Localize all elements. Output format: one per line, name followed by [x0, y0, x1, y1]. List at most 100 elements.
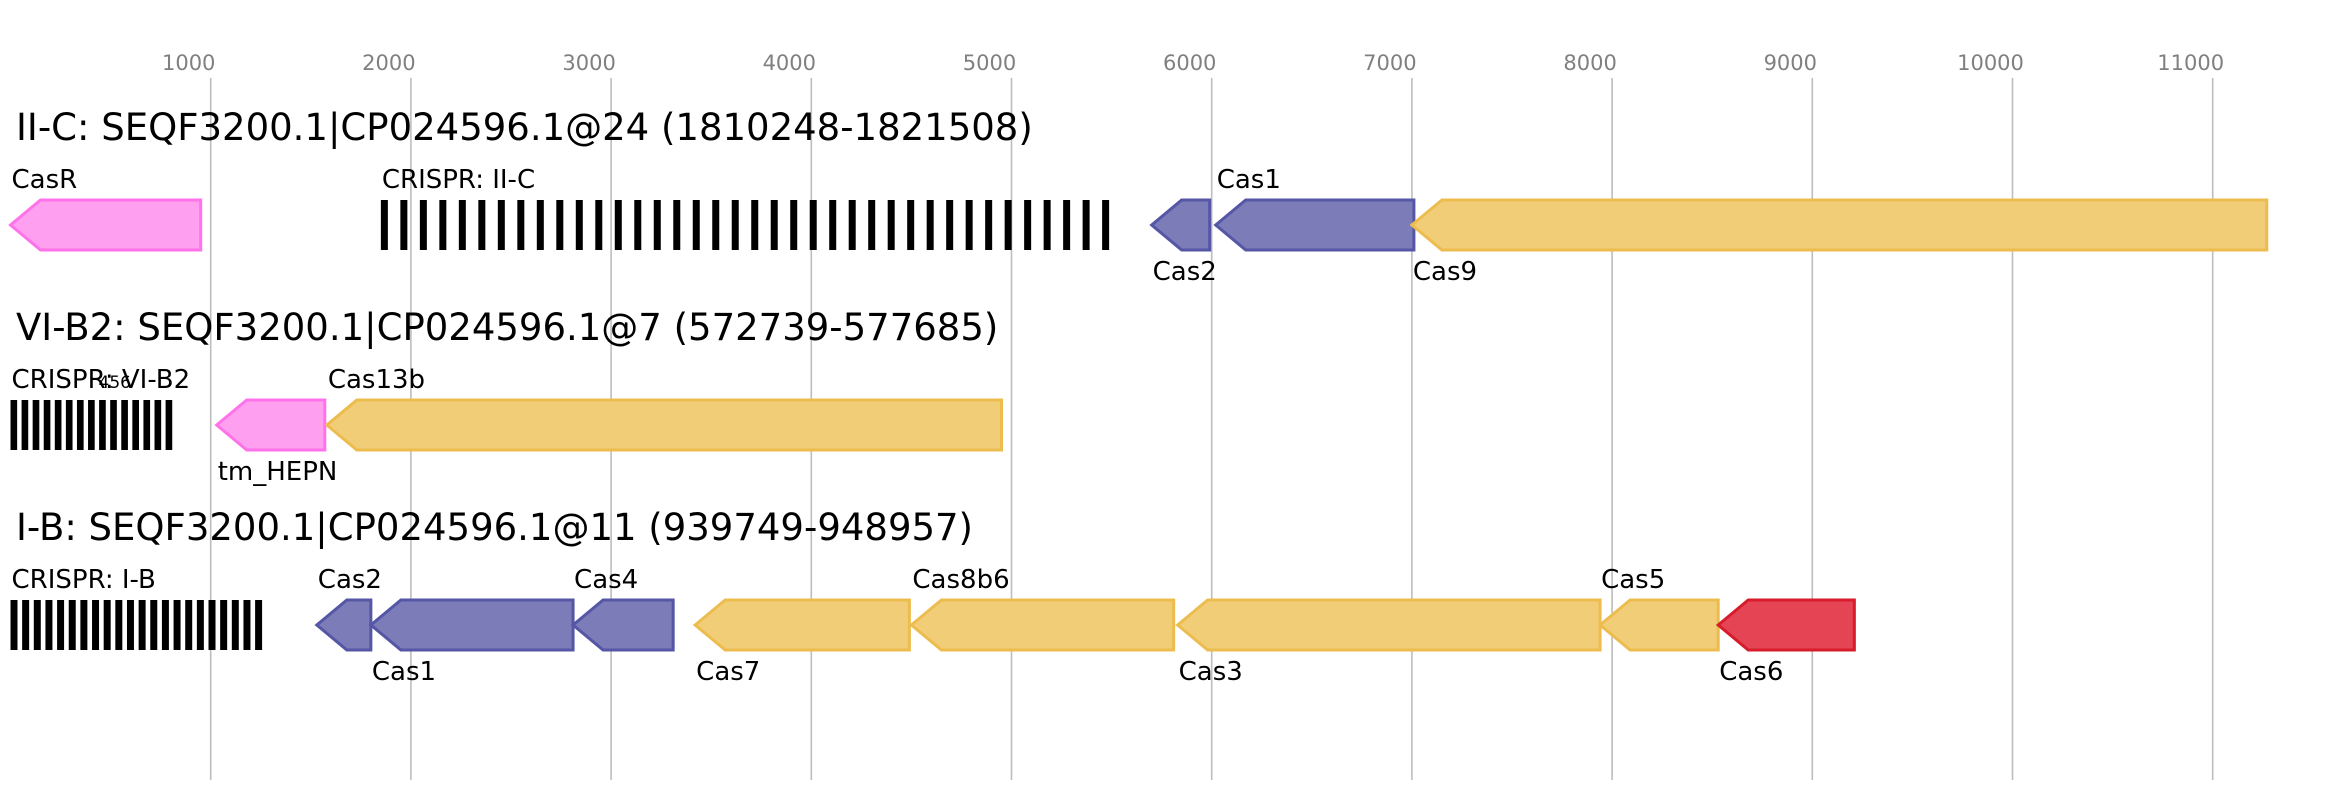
crispr-array-crispr-ii-c: CRISPR: II-C: [380, 165, 1110, 250]
crispr-repeat: [868, 200, 876, 250]
crispr-repeat: [33, 600, 41, 650]
gene-arrow: [570, 598, 675, 652]
tick-label-7000: 7000: [1363, 51, 1416, 75]
crispr-repeat: [478, 200, 486, 250]
gene-arrow: [8, 198, 203, 252]
crispr-repeat: [536, 200, 544, 250]
crispr-repeat: [103, 600, 111, 650]
crispr-repeat: [965, 200, 973, 250]
gene-arrow: [314, 598, 373, 652]
gene-cas6: Cas6: [1715, 598, 1856, 687]
gene-arrow: [214, 398, 327, 452]
gene-arrow: [1409, 198, 2269, 252]
crispr-repeat: [150, 600, 158, 650]
feature-label: Cas1: [1217, 165, 1281, 195]
crispr-repeat: [45, 600, 53, 650]
gene-arrow: [1175, 598, 1602, 652]
gene-cas5: Cas5: [1597, 565, 1720, 652]
feature-label: Cas2: [318, 565, 382, 595]
gene-arrow: [324, 398, 1003, 452]
tick-label-3000: 3000: [562, 51, 615, 75]
gene-cas13b: Cas13b: [324, 365, 1003, 452]
tick-label-9000: 9000: [1764, 51, 1817, 75]
feature-label: CRISPR: II-C: [382, 165, 535, 195]
crispr-repeat: [231, 600, 239, 650]
feature-label: Cas7: [696, 657, 760, 687]
crispr-repeat: [115, 600, 123, 650]
tick-label-5000: 5000: [963, 51, 1016, 75]
feature-label: Cas6: [1719, 657, 1783, 687]
gene-arrow: [909, 598, 1176, 652]
crispr-repeat: [1102, 200, 1110, 250]
crispr-repeat: [887, 200, 895, 250]
gene-arrow: [1597, 598, 1720, 652]
crispr-repeat: [926, 200, 934, 250]
gene-cas3: Cas3: [1175, 598, 1602, 687]
track-title: I-B: SEQF3200.1|CP024596.1@11 (939749-94…: [16, 506, 973, 549]
crispr-repeat: [614, 200, 622, 250]
crispr-repeat: [380, 200, 388, 250]
crispr-repeat: [1024, 200, 1032, 250]
gene-cas2: Cas2: [1149, 198, 1217, 287]
crispr-repeat: [1004, 200, 1012, 250]
crispr-repeat: [809, 200, 817, 250]
crispr-repeat: [517, 200, 525, 250]
crispr-repeat: [575, 200, 583, 250]
crispr-repeat: [10, 600, 18, 650]
crispr-repeat: [121, 400, 128, 450]
crispr-repeat: [21, 400, 29, 450]
gene-tm-hepn: tm_HEPN: [214, 398, 338, 487]
gene-cas2: Cas2: [314, 565, 382, 652]
crispr-repeat: [985, 200, 993, 250]
crispr-repeat: [143, 400, 151, 450]
feature-label: Cas2: [1153, 257, 1217, 287]
crispr-repeat: [712, 200, 720, 250]
feature-label: tm_HEPN: [218, 457, 338, 487]
tracks: II-C: SEQF3200.1|CP024596.1@24 (1810248-…: [8, 106, 2269, 687]
crispr-repeat: [829, 200, 837, 250]
crispr-repeat: [1063, 200, 1071, 250]
crispr-repeat: [731, 200, 739, 250]
crispr-repeat: [54, 400, 62, 450]
track-title: II-C: SEQF3200.1|CP024596.1@24 (1810248-…: [16, 106, 1033, 149]
gene-cas1: Cas1: [368, 598, 575, 687]
track-2: VI-B2: SEQF3200.1|CP024596.1@7 (572739-5…: [10, 306, 1003, 487]
crispr-repeat: [43, 400, 51, 450]
tick-label-6000: 6000: [1163, 51, 1216, 75]
crispr-repeat: [80, 600, 88, 650]
crispr-repeat: [692, 200, 700, 250]
feature-label: Cas3: [1179, 657, 1243, 687]
crispr-repeat: [99, 400, 106, 450]
gene-cas9: Cas9: [1409, 198, 2269, 287]
tick-label-4000: 4000: [763, 51, 816, 75]
gene-arrow: [368, 598, 575, 652]
gene-arrow: [1715, 598, 1856, 652]
gene-arrow: [1213, 198, 1416, 252]
tick-label-10000: 10000: [1957, 51, 2024, 75]
crispr-array-crispr-i-b: CRISPR: I-B: [10, 565, 263, 650]
crispr-repeat: [653, 200, 661, 250]
crispr-repeat: [1043, 200, 1051, 250]
gene-cas4: Cas4: [570, 565, 675, 652]
gene-cas1: Cas1: [1213, 165, 1416, 252]
feature-label: Cas4: [574, 565, 638, 595]
crispr-repeat: [196, 600, 204, 650]
crispr-repeat: [138, 600, 146, 650]
crispr-repeat: [88, 400, 95, 450]
crispr-repeat: [556, 200, 564, 250]
feature-label: CRISPR: I-B: [12, 565, 156, 595]
crispr-repeat: [400, 200, 408, 250]
crispr-extra-label: 456: [99, 373, 131, 393]
crispr-repeat: [673, 200, 681, 250]
crispr-repeat: [595, 200, 603, 250]
gene-arrow: [1149, 198, 1212, 252]
feature-label: Cas1: [372, 657, 436, 687]
crispr-repeat: [165, 400, 173, 450]
feature-label: Cas5: [1601, 565, 1665, 595]
crispr-repeat: [161, 600, 169, 650]
tick-label-8000: 8000: [1563, 51, 1616, 75]
crispr-repeat: [243, 600, 251, 650]
crispr-repeat: [770, 200, 778, 250]
crispr-repeat: [208, 600, 216, 650]
